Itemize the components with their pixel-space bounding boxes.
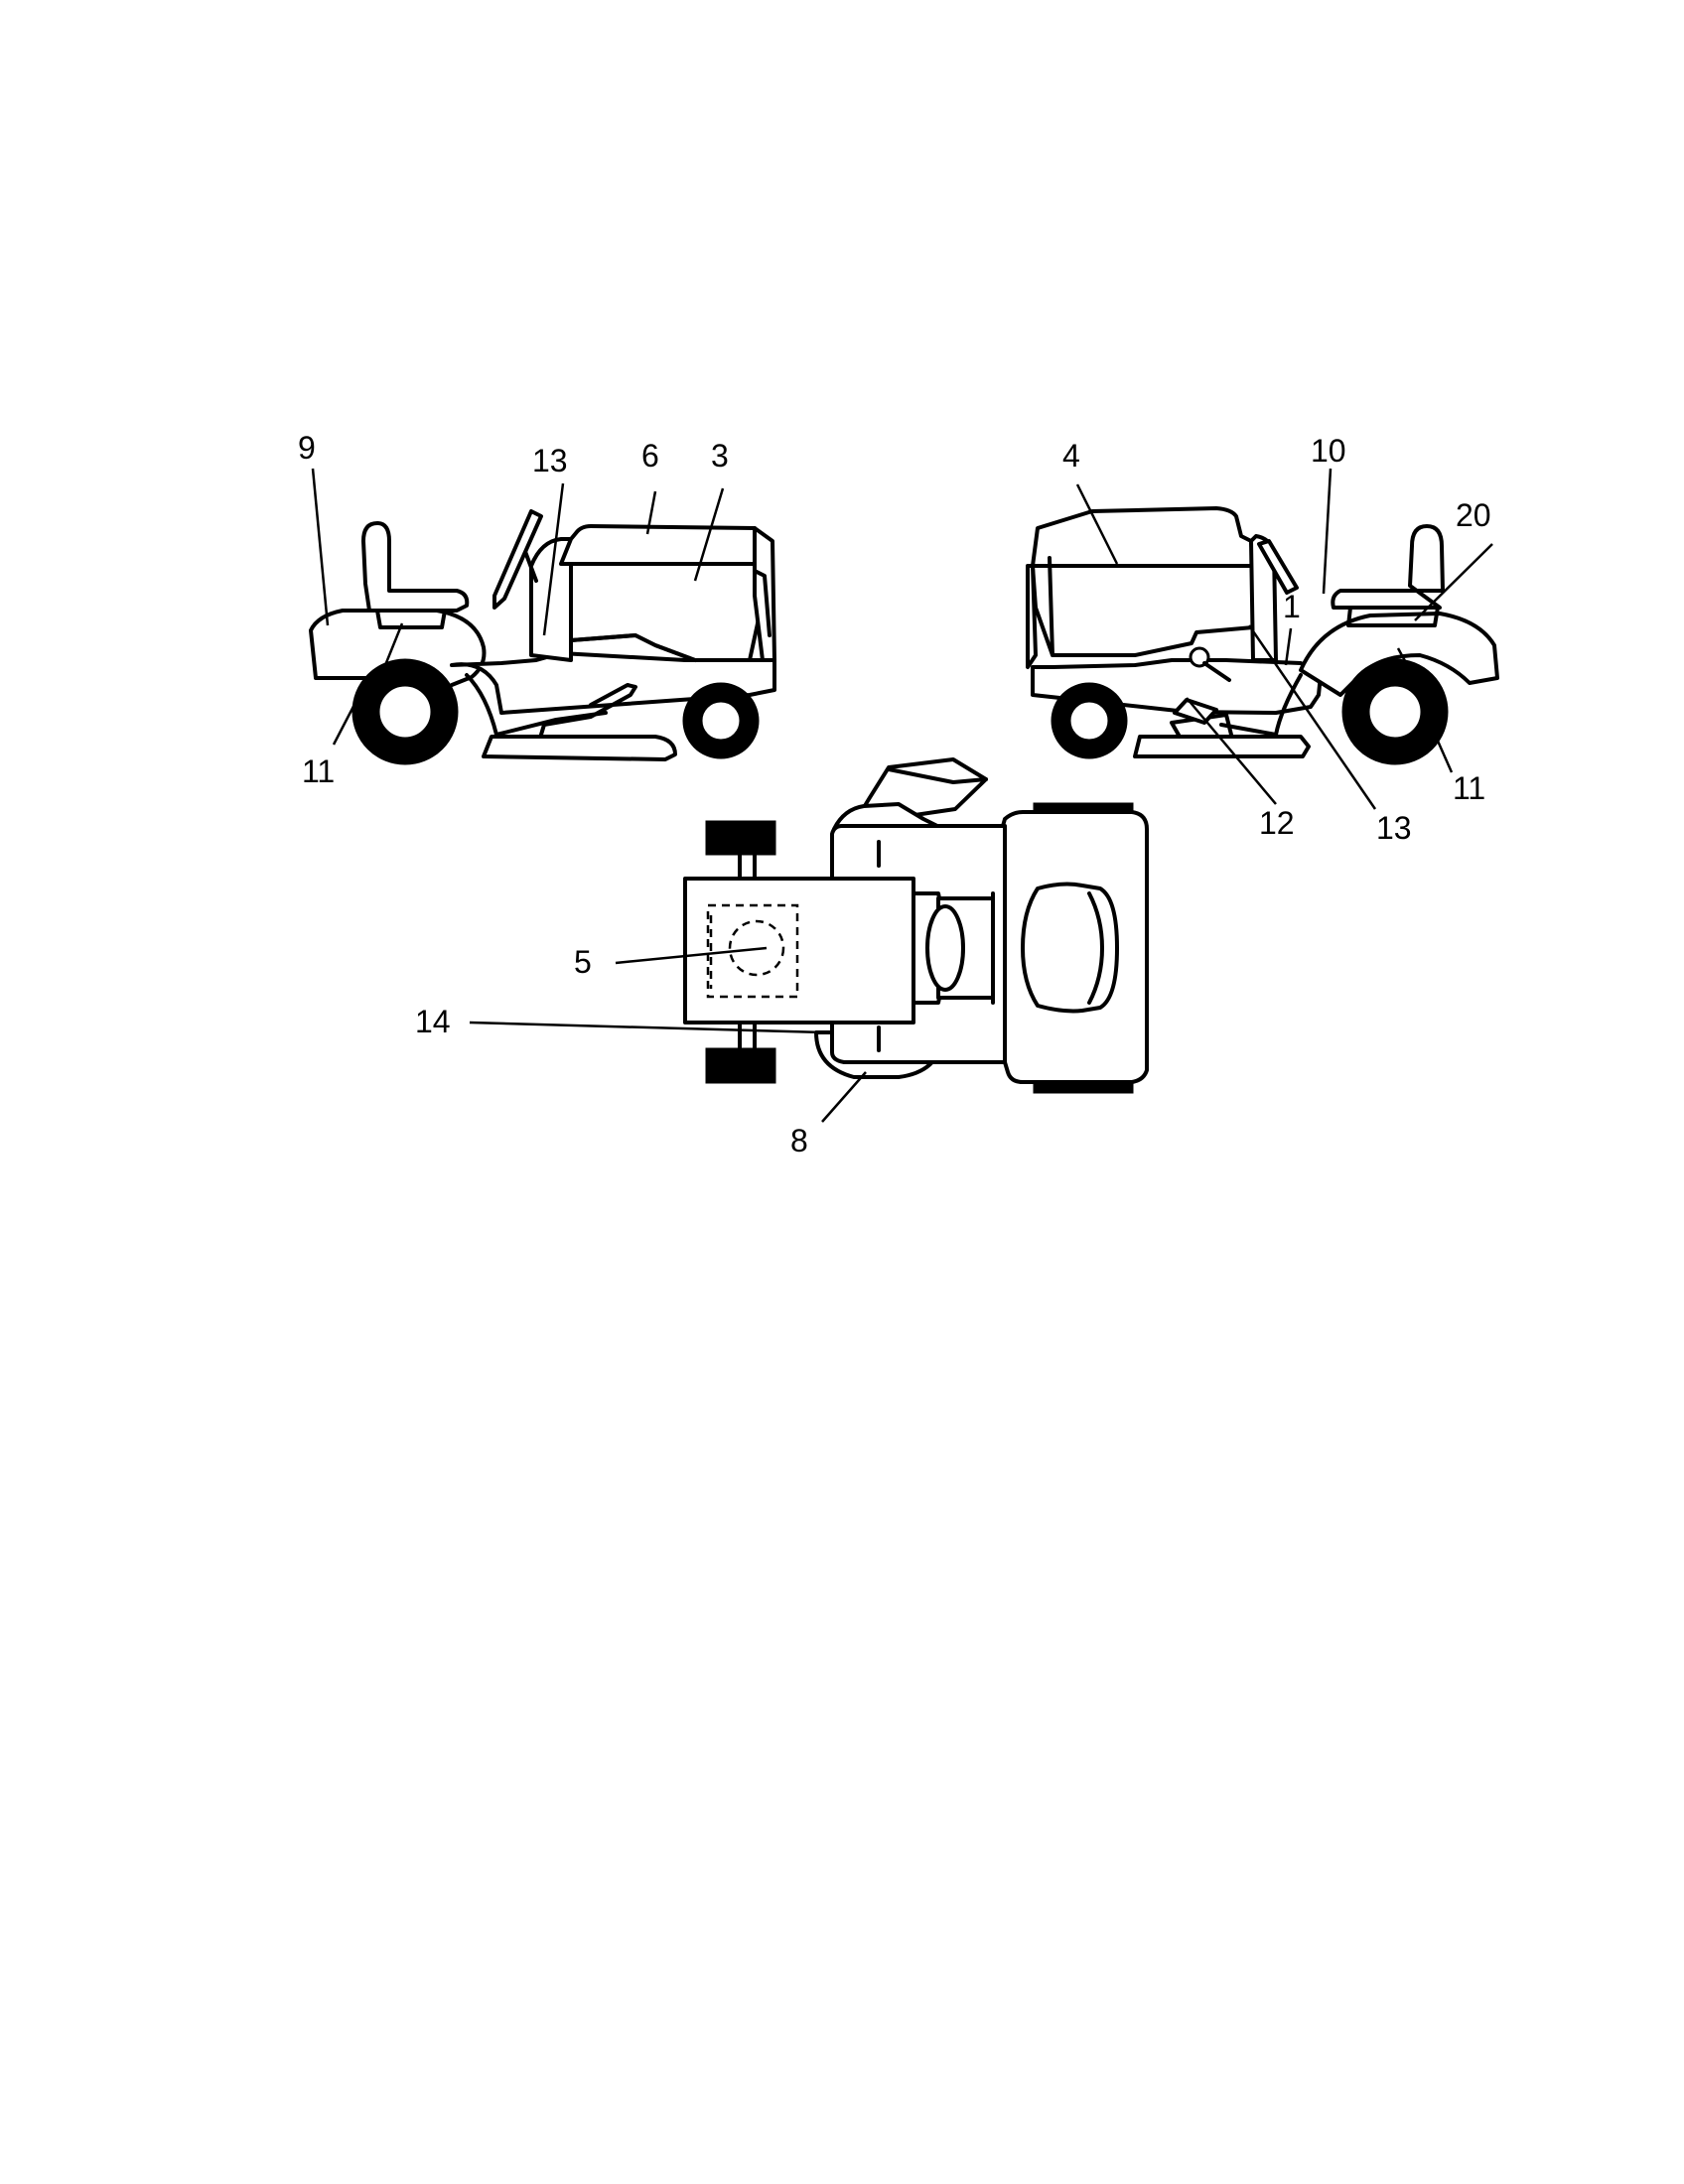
callout-13-right: 13 xyxy=(1376,810,1412,846)
tractor-top-view xyxy=(683,757,1149,1094)
top-view-leader-lines xyxy=(469,946,867,1123)
tractor-right-side-view xyxy=(1026,506,1499,765)
left-view-leader-lines xyxy=(311,468,725,746)
callout-9: 9 xyxy=(298,430,316,466)
right-view-leader-lines xyxy=(1075,468,1493,810)
callout-10: 10 xyxy=(1311,433,1346,469)
callout-4: 4 xyxy=(1062,438,1080,474)
callout-6: 6 xyxy=(641,438,659,474)
callout-3: 3 xyxy=(711,438,729,474)
callout-12: 12 xyxy=(1259,805,1295,841)
callout-13-left: 13 xyxy=(532,443,568,478)
callout-5: 5 xyxy=(574,944,592,980)
tractor-left-side-view xyxy=(309,509,776,765)
callout-labels: 9 13 6 3 11 4 10 20 1 12 13 11 5 14 8 xyxy=(298,430,1491,1159)
callout-8: 8 xyxy=(790,1123,808,1159)
callout-20: 20 xyxy=(1456,497,1491,533)
callout-11-right: 11 xyxy=(1453,770,1485,806)
callout-11-left: 11 xyxy=(302,753,335,789)
callout-1: 1 xyxy=(1283,589,1301,624)
callout-14: 14 xyxy=(415,1004,451,1039)
